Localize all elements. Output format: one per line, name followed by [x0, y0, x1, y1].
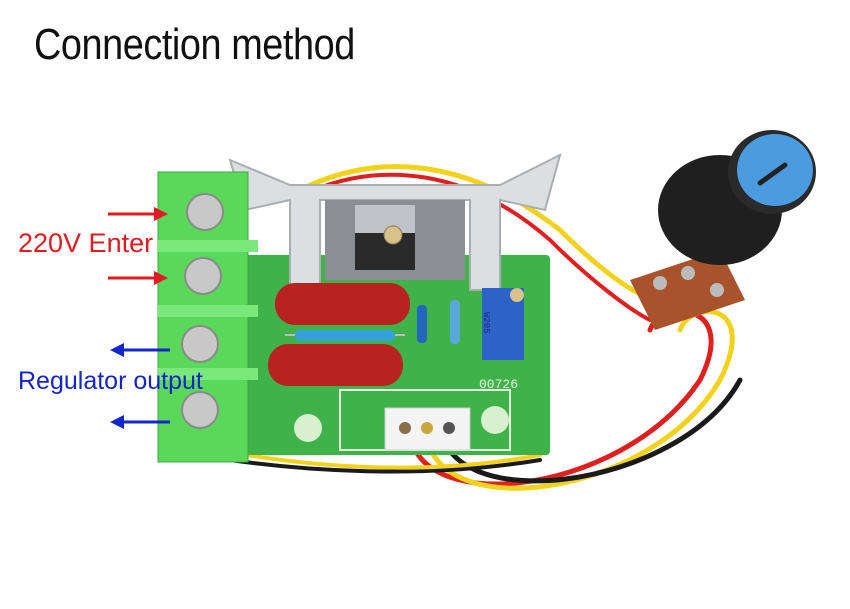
page-title: Connection method	[34, 20, 355, 69]
components	[268, 283, 524, 386]
output-label: Regulator output	[18, 367, 203, 395]
arrow-right-icon	[108, 207, 168, 221]
knob-indicator	[757, 162, 788, 186]
terminal-block	[157, 171, 258, 463]
arrow-left-icon	[110, 415, 170, 429]
pcb-code: 00726	[479, 377, 519, 392]
potentiometer	[630, 130, 816, 330]
screw-terminal	[181, 193, 224, 429]
trimmer-code: W205	[481, 312, 491, 334]
heatsink	[228, 153, 562, 291]
input-arrows	[108, 207, 168, 285]
arrow-right-icon	[108, 271, 168, 285]
output-arrows	[110, 343, 170, 429]
arrow-left-icon	[110, 343, 170, 357]
input-label: 220V Enter	[18, 228, 154, 258]
wire-connector	[384, 407, 471, 451]
